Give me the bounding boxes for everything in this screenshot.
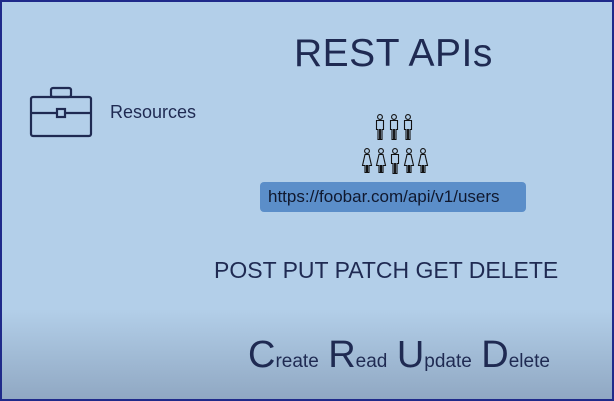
url-box: https://foobar.com/api/v1/users bbox=[260, 182, 526, 212]
crud-create: Create bbox=[248, 334, 319, 376]
crud-line: Create Read Update Delete bbox=[248, 334, 555, 377]
url-text: https://foobar.com/api/v1/users bbox=[268, 187, 500, 206]
crud-update: Update bbox=[397, 334, 472, 376]
crud-delete-rest: elete bbox=[508, 351, 550, 372]
crud-read-initial: R bbox=[328, 334, 356, 376]
crud-delete-initial: D bbox=[481, 334, 509, 376]
crud-update-rest: pdate bbox=[424, 351, 472, 372]
crud-read-rest: ead bbox=[355, 351, 388, 372]
briefcase-icon bbox=[29, 86, 93, 138]
resources-label: Resources bbox=[110, 102, 197, 122]
crud-read: Read bbox=[328, 334, 388, 376]
crud-create-rest: reate bbox=[275, 351, 319, 372]
http-methods: POST PUT PATCH GET DELETE bbox=[214, 257, 559, 283]
crud-delete: Delete bbox=[481, 334, 550, 376]
crud-update-initial: U bbox=[396, 334, 425, 376]
slide-title: REST APIs bbox=[294, 32, 493, 75]
crud-create-initial: C bbox=[248, 334, 276, 376]
people-group-icon bbox=[361, 114, 429, 175]
